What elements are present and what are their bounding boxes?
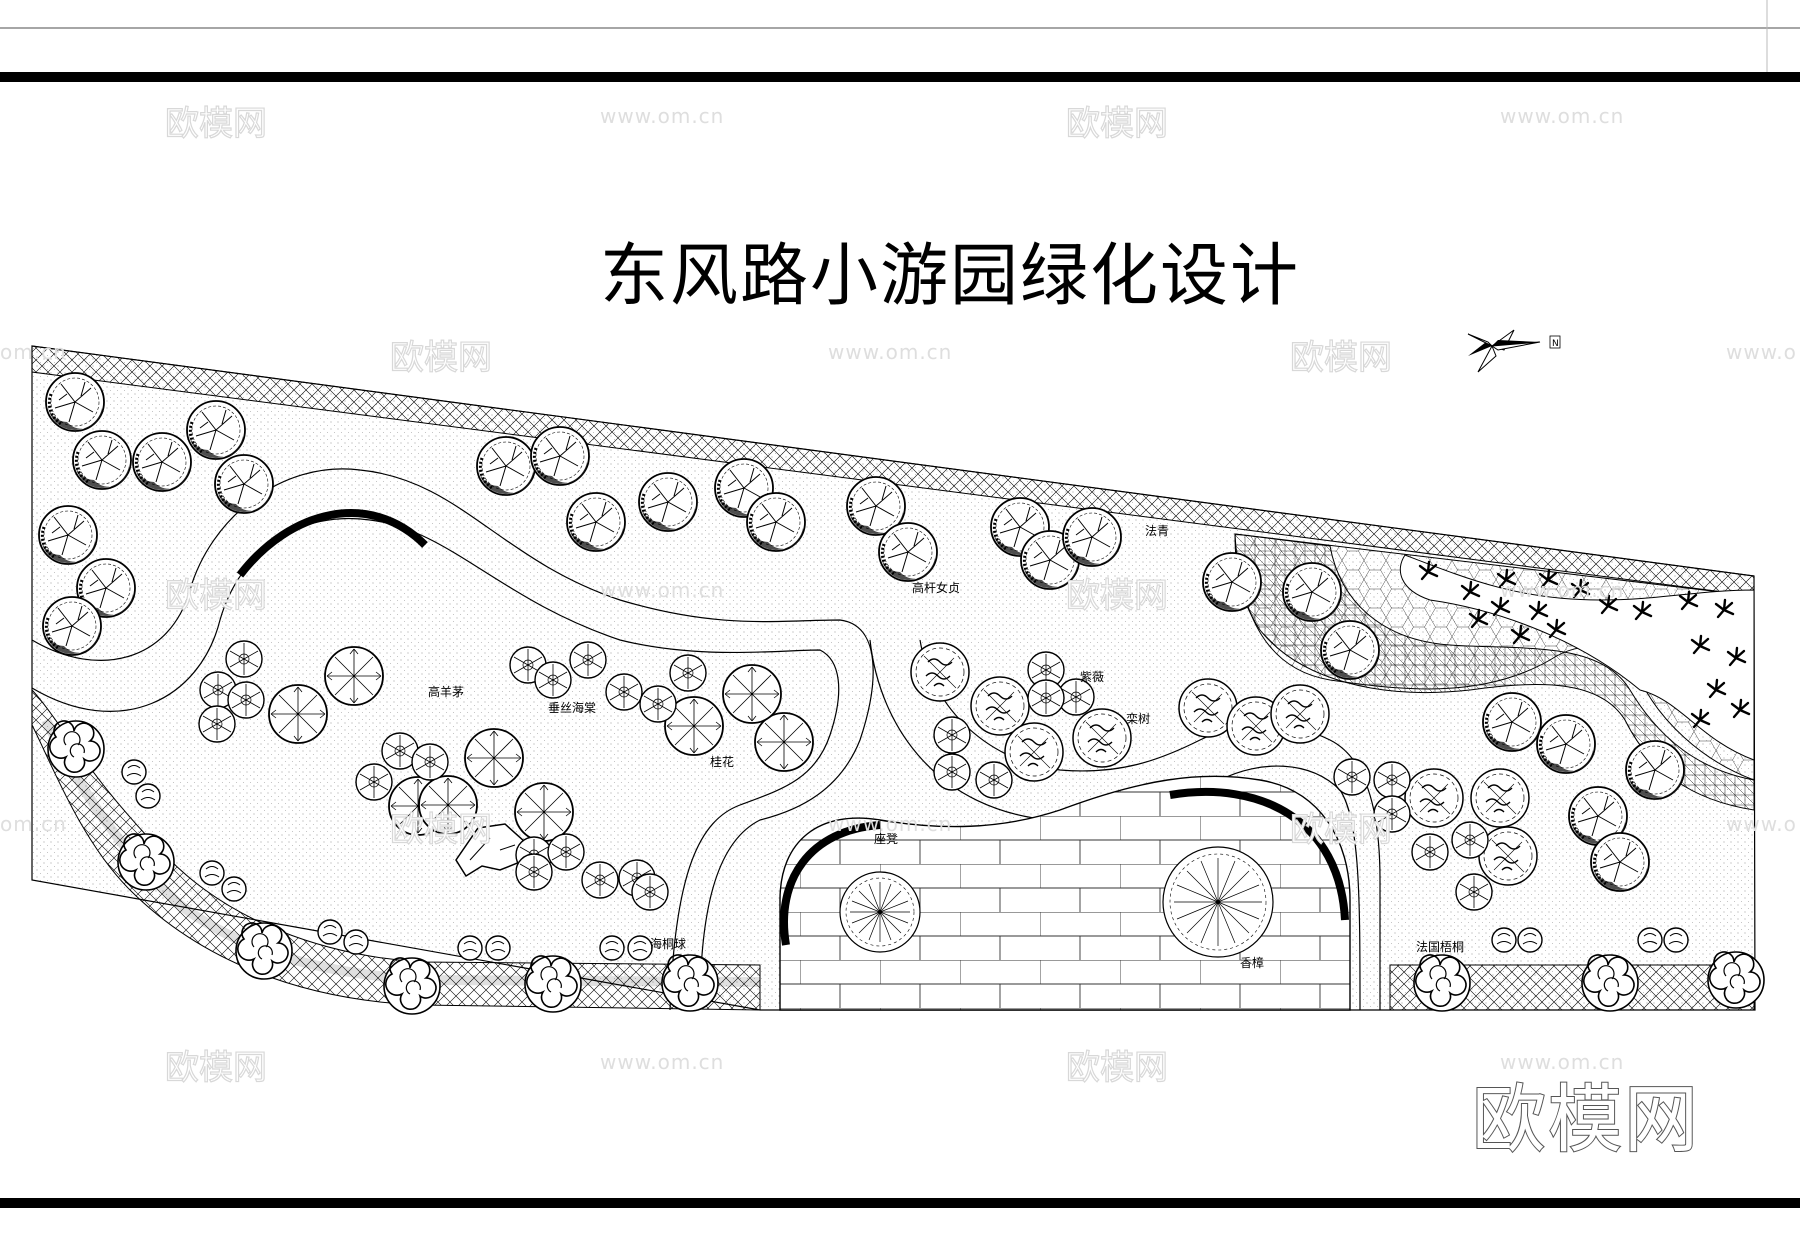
label-fa-guo-wu-tong: 法国梧桐 — [1416, 939, 1464, 954]
north-arrow: N — [1467, 329, 1561, 373]
label-zi-wei: 紫薇 — [1080, 670, 1104, 684]
plant-labels: 法青 高杆女贞 高羊茅 垂丝海棠 紫薇 栾树 桂花 座凳 海桐球 香樟 法国梧桐 — [428, 524, 1464, 970]
label-chui-si-hai-tang: 垂丝海棠 — [548, 700, 596, 715]
brand-watermark: 欧模网 — [1471, 1076, 1700, 1164]
sheet-bottom-bold-rule — [0, 1198, 1800, 1208]
label-fa-qing: 法青 — [1145, 524, 1169, 538]
label-luan-shu: 栾树 — [1126, 711, 1150, 726]
north-letter: N — [1552, 339, 1559, 349]
label-xiang-zhang: 香樟 — [1240, 955, 1264, 970]
label-gui-hua: 桂花 — [710, 754, 734, 769]
bench-arc-plaza-right — [1169, 787, 1349, 921]
plaza-tree-large — [1162, 846, 1274, 958]
label-zuo-deng: 座凳 — [874, 831, 898, 846]
bench-arc-plaza-left — [780, 821, 881, 946]
path-edge-outer — [31, 468, 874, 1011]
bamboo-bed — [1399, 554, 1755, 761]
label-hai-tong-qiu: 海桐球 — [650, 936, 686, 951]
bench-arc-left — [236, 509, 428, 578]
drawing-title: 东风路小游园绿化设计 — [600, 237, 1301, 316]
woven-paving-band — [1234, 533, 1755, 811]
left-hedge-strip — [31, 688, 761, 1011]
right-hedge-strip — [1389, 964, 1755, 1011]
label-gao-gan-nv-zhen: 高杆女贞 — [912, 580, 960, 595]
path-edge-inner — [31, 518, 840, 1011]
label-gao-yang-mao: 高羊茅 — [428, 684, 464, 699]
plaza-tree-small — [839, 871, 921, 953]
sheet-top-bold-rule — [0, 72, 1800, 82]
